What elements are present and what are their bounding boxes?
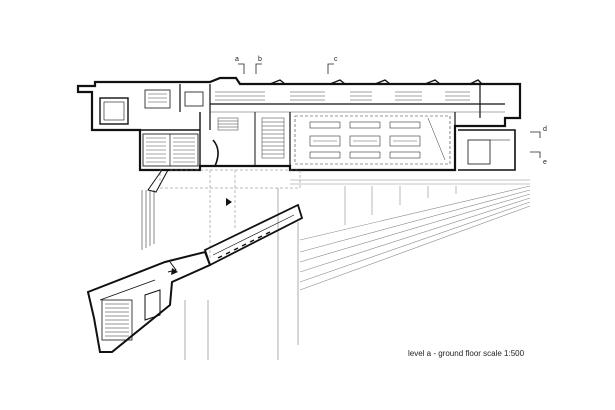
west-service-rooms <box>99 89 204 125</box>
lower-wing <box>86 250 212 353</box>
section-label-c: c <box>334 56 338 63</box>
terrace-rays <box>290 179 531 291</box>
section-marker-d: d <box>530 126 547 138</box>
diagonal-wing <box>203 203 304 267</box>
reading-hall <box>294 115 451 165</box>
facade-notches <box>269 79 483 85</box>
site-lines <box>184 188 299 360</box>
foyer-grid <box>159 169 301 260</box>
section-marker-c: c <box>327 56 338 74</box>
lecture-rooms <box>142 133 199 167</box>
west-ramp <box>141 169 169 250</box>
north-room-furniture <box>215 91 470 101</box>
plan-caption: level a - ground floor scale 1:500 <box>408 349 525 358</box>
section-marker-b: b <box>255 56 262 74</box>
entrance-arrows <box>171 198 232 275</box>
section-label-a: a <box>235 56 239 63</box>
section-label-b: b <box>258 56 262 63</box>
east-annex <box>458 129 516 171</box>
foyer-curved-wall <box>212 139 219 167</box>
section-marker-a: a <box>235 56 245 74</box>
section-marker-e: e <box>530 151 547 166</box>
stairs <box>217 117 285 159</box>
section-label-e: e <box>543 159 547 166</box>
section-label-d: d <box>543 126 547 133</box>
main-wing <box>76 76 522 172</box>
